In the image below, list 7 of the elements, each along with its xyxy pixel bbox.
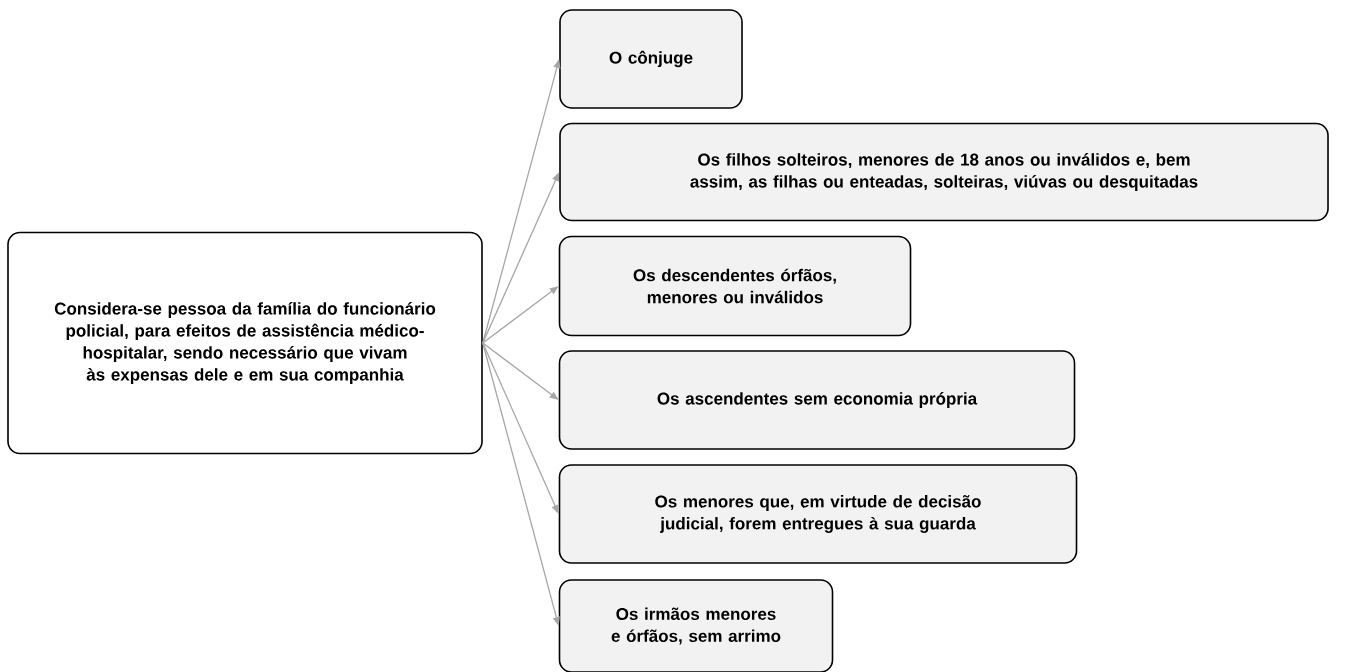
item-box: Os menores que, em virtude de decisão judicial, forem entregues à sua guarda [558, 464, 1078, 564]
item-box: Os irmãos menores e órfãos, sem arrimo [558, 579, 834, 672]
item-box: Os filhos solteiros, menores de 18 anos ou inválidos e, bem assim, as filhas ou enteadas, solteiras, viúvas ou desquitadas [559, 122, 1329, 222]
item-box: O cônjuge [559, 9, 743, 109]
statement-box: Considera-se pessoa da família do funcionário policial, para efeitos de assistência médico-hospitalar, sendo necessário que vivam às expensas dele e em sua companhia [7, 231, 483, 455]
item-box: Os descendentes órfãos, menores ou inválidos [558, 235, 912, 337]
item-box: Os ascendentes sem economia própria [558, 350, 1076, 450]
